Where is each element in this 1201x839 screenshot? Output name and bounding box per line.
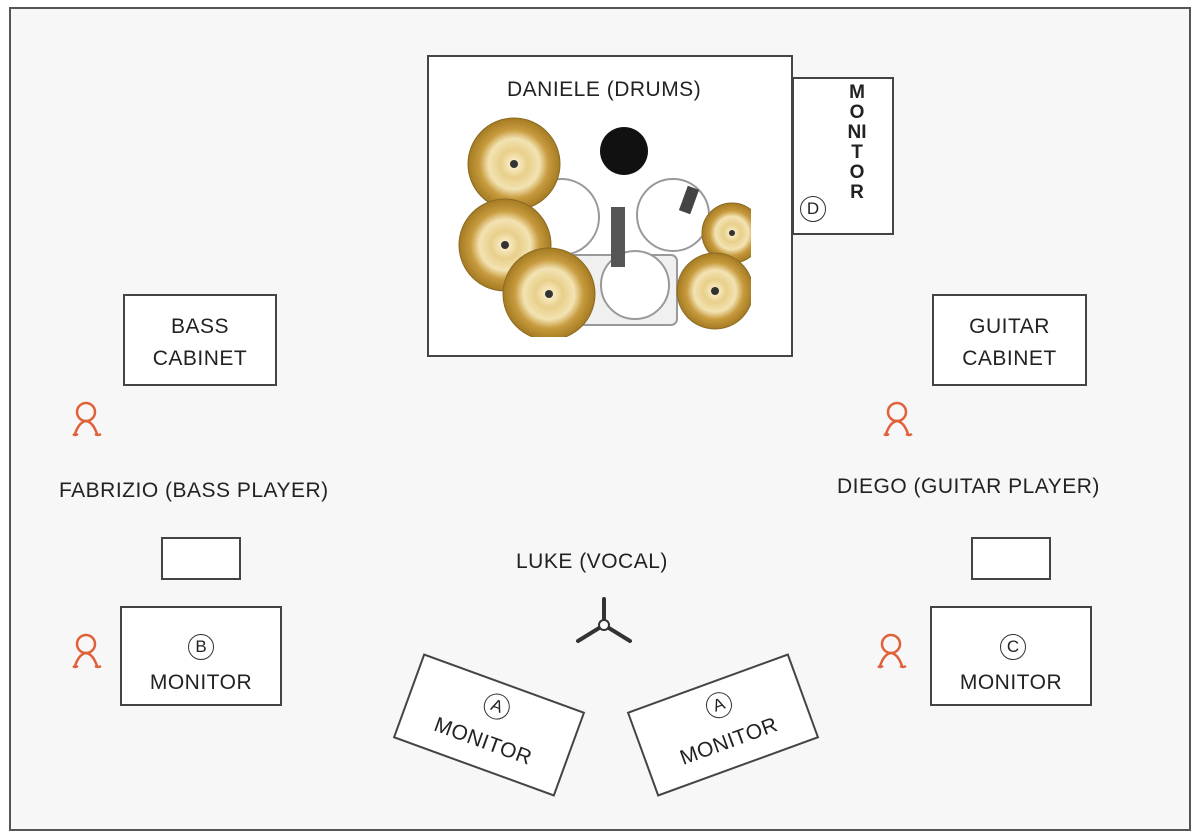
vocal-monitor-left-letter: A bbox=[480, 689, 514, 724]
person-icon bbox=[877, 633, 907, 669]
drum-riser: DANIELE (DRUMS) bbox=[427, 55, 793, 357]
vocal-monitor-right-text: MONITOR bbox=[676, 713, 781, 770]
guitar-cabinet-line1: GUITAR bbox=[969, 315, 1050, 338]
drummer-label: DANIELE (DRUMS) bbox=[507, 78, 702, 101]
stage-plot: DANIELE (DRUMS) bbox=[9, 7, 1191, 831]
person-icon bbox=[72, 401, 102, 437]
vocal-monitor-right-letter: A bbox=[702, 688, 736, 722]
bass-cabinet: BASS CABINET bbox=[123, 294, 277, 386]
drum-monitor: MONITOR D bbox=[792, 77, 894, 235]
drum-kit-icon bbox=[458, 117, 751, 337]
vocal-monitor-left: A MONITOR bbox=[392, 653, 586, 797]
guitar-player-label: DIEGO (GUITAR PLAYER) bbox=[837, 475, 1100, 498]
bass-monitor: B MONITOR bbox=[120, 606, 282, 706]
person-icon bbox=[883, 401, 913, 437]
bass-monitor-letter: B bbox=[188, 634, 214, 660]
guitar-cabinet-line2: CABINET bbox=[962, 347, 1057, 370]
drum-monitor-text: MONITOR bbox=[847, 82, 867, 203]
vocal-label: LUKE (VOCAL) bbox=[516, 550, 668, 573]
vocal-monitor-left-text: MONITOR bbox=[431, 713, 536, 770]
bass-monitor-text: MONITOR bbox=[149, 671, 253, 694]
person-icon bbox=[72, 633, 102, 669]
bass-pedalboard bbox=[161, 537, 241, 580]
snare bbox=[600, 250, 670, 320]
bass-cabinet-line1: BASS bbox=[170, 315, 230, 338]
throne bbox=[600, 127, 648, 175]
guitar-monitor: C MONITOR bbox=[930, 606, 1092, 706]
bass-player-label: FABRIZIO (BASS PLAYER) bbox=[59, 479, 329, 502]
guitar-pedalboard bbox=[971, 537, 1051, 580]
bass-cabinet-line2: CABINET bbox=[152, 347, 248, 370]
microphone-stand-icon bbox=[576, 597, 632, 643]
guitar-monitor-text: MONITOR bbox=[959, 671, 1063, 694]
drum-monitor-letter: D bbox=[800, 196, 826, 222]
guitar-monitor-letter: C bbox=[1000, 634, 1026, 660]
vocal-monitor-right: A MONITOR bbox=[626, 653, 820, 797]
guitar-cabinet: GUITAR CABINET bbox=[932, 294, 1087, 386]
